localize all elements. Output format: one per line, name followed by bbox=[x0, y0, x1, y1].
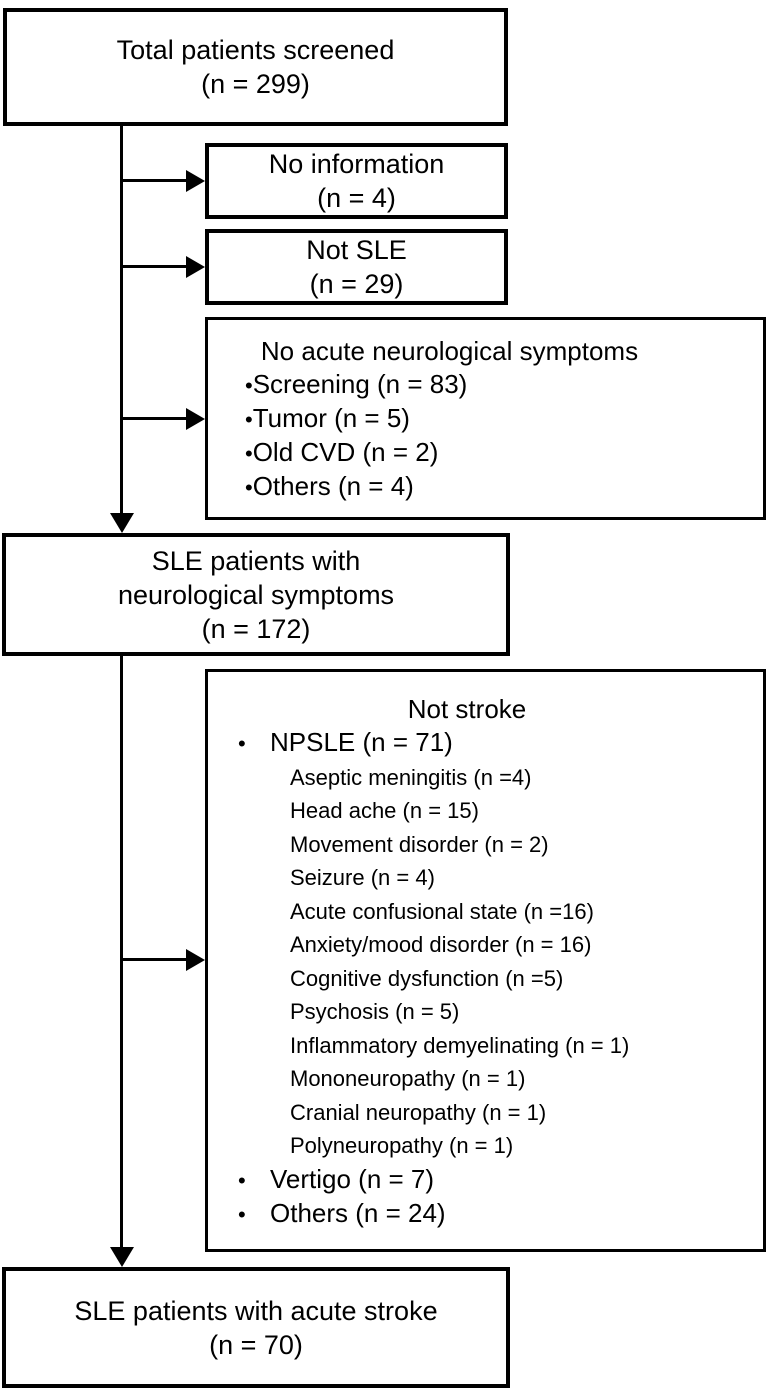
right-arrow-icon bbox=[186, 256, 205, 278]
sub-list-item: Movement disorder (n = 2) bbox=[290, 831, 549, 857]
list-item-label: Others (n = 4) bbox=[252, 471, 414, 501]
list-item: • NPSLE (n = 71) bbox=[208, 726, 763, 761]
list-item-label: Tumor (n = 5) bbox=[252, 403, 410, 433]
list-item-label: Old CVD (n = 2) bbox=[252, 437, 439, 467]
box-title: Not SLE bbox=[306, 235, 407, 265]
box-sle-neurological-symptoms: SLE patients with neurological symptoms … bbox=[2, 533, 510, 656]
bullet-icon: • bbox=[238, 731, 246, 756]
bullet-icon: • bbox=[238, 1202, 246, 1227]
bullet-icon: • bbox=[238, 1167, 246, 1193]
group-label: Vertigo (n = 7) bbox=[270, 1163, 435, 1194]
box-title: SLE patients with acute stroke bbox=[74, 1295, 438, 1326]
right-arrow-icon bbox=[186, 408, 205, 430]
sub-list-item: Seizure (n = 4) bbox=[290, 865, 435, 890]
main-flow-line-upper bbox=[120, 126, 123, 515]
down-arrow-icon bbox=[110, 1247, 134, 1267]
box-count: (n = 70) bbox=[209, 1329, 303, 1360]
bullet-icon: • bbox=[245, 441, 253, 466]
sub-list-item: Psychosis (n = 5) bbox=[290, 999, 460, 1024]
box-title: SLE patients with bbox=[151, 545, 361, 576]
sub-list-item: Acute confusional state (n =16) bbox=[290, 898, 594, 924]
list-item: • Vertigo (n = 7) bbox=[208, 1163, 763, 1198]
group-label: NPSLE (n = 71) bbox=[270, 727, 453, 757]
sub-list-item: Cognitive dysfunction (n =5) bbox=[290, 965, 564, 991]
box-title: No information bbox=[268, 149, 445, 179]
right-arrow-icon bbox=[186, 949, 205, 971]
list-item: •Tumor (n = 5) bbox=[208, 402, 763, 436]
list-item: •Old CVD (n = 2) bbox=[208, 436, 763, 470]
box-total-patients-screened: Total patients screened (n = 299) bbox=[3, 8, 508, 126]
box-not-stroke: Not stroke • NPSLE (n = 71) Aseptic meni… bbox=[205, 669, 766, 1252]
box-no-information: No information (n = 4) bbox=[205, 143, 508, 219]
box-no-acute-neurological-symptoms: No acute neurological symptoms •Screenin… bbox=[205, 317, 766, 520]
right-arrow-icon bbox=[186, 170, 205, 192]
box-count: (n = 299) bbox=[201, 69, 310, 99]
sub-list-item: Aseptic meningitis (n =4) bbox=[290, 764, 532, 790]
sub-list-item: Polyneuropathy (n = 1) bbox=[290, 1133, 514, 1158]
sub-list-item: Cranial neuropathy (n = 1) bbox=[290, 1099, 547, 1125]
sub-list-item: Inflammatory demyelinating (n = 1) bbox=[290, 1032, 630, 1058]
box-sle-acute-stroke: SLE patients with acute stroke (n = 70) bbox=[2, 1267, 510, 1388]
main-flow-line-lower bbox=[120, 656, 123, 1248]
sub-list-item: Mononeuropathy (n = 1) bbox=[290, 1066, 526, 1091]
bullet-icon: • bbox=[245, 407, 253, 432]
list-item: •Others (n = 4) bbox=[208, 470, 763, 504]
box-title: No acute neurological symptoms bbox=[260, 336, 639, 366]
sub-list-item: Anxiety/mood disorder (n = 16) bbox=[290, 932, 592, 957]
down-arrow-icon bbox=[110, 513, 134, 533]
branch-line-not-stroke bbox=[122, 958, 187, 961]
bullet-icon: • bbox=[245, 475, 253, 500]
group-label: Others (n = 24) bbox=[270, 1198, 446, 1228]
list-item-label: Screening (n = 83) bbox=[252, 369, 468, 399]
bullet-icon: • bbox=[245, 373, 253, 398]
box-count: (n = 29) bbox=[309, 269, 404, 299]
box-count: (n = 4) bbox=[317, 183, 396, 213]
box-title: neurological symptoms bbox=[117, 579, 395, 610]
sub-list-item: Head ache (n = 15) bbox=[290, 798, 479, 823]
branch-line-not-sle bbox=[122, 265, 187, 268]
list-item: • Others (n = 24) bbox=[208, 1197, 763, 1232]
box-not-sle: Not SLE (n = 29) bbox=[205, 229, 508, 305]
box-count: (n = 172) bbox=[201, 613, 311, 644]
box-title: Total patients screened bbox=[116, 35, 395, 65]
branch-line-no-information bbox=[122, 179, 187, 182]
list-item: •Screening (n = 83) bbox=[208, 368, 763, 402]
branch-line-no-acute bbox=[122, 417, 187, 420]
box-title: Not stroke bbox=[407, 694, 527, 724]
